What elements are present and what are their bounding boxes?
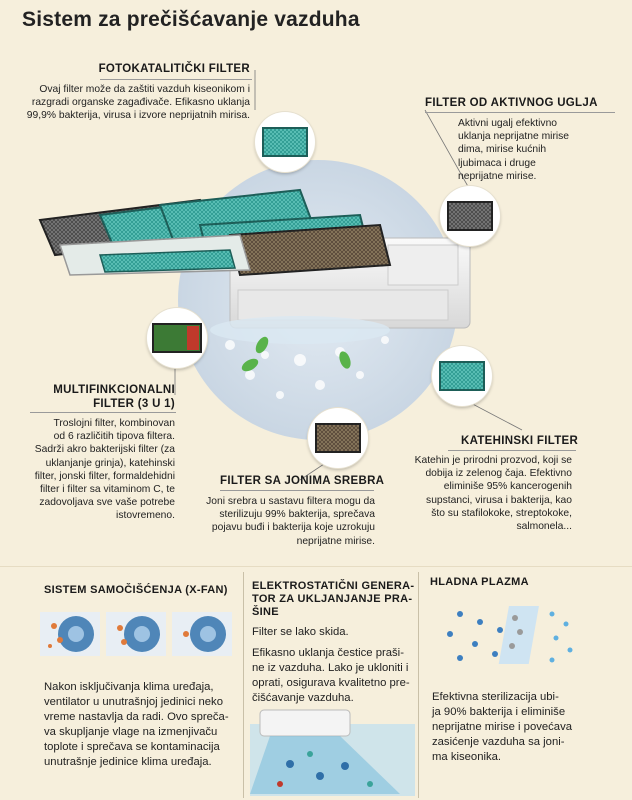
carbon-text: Aktivni ugalj efektivno uklanja neprijat…: [458, 118, 570, 182]
catechin-filter-icon: [432, 346, 492, 406]
catechin-heading: KATEHINSKI FILTER: [461, 435, 579, 447]
carbon-heading: FILTER OD AKTIVNOG UGLJA: [425, 97, 598, 109]
xfan-heading: SISTEM SAMOČIŠĆENJA (X-FAN): [44, 584, 228, 596]
air-conditioner-illustration: [38, 70, 523, 481]
page-title: Sistem za prečišćavanje vazduha: [22, 8, 360, 31]
photocatalytic-text: Ovaj filter može da zaštiti vazduh kiseo…: [26, 84, 250, 122]
multifunction-text: Troslojni filter, kombinovan od 6 različ…: [34, 418, 175, 522]
cold-plasma-illustration: [447, 606, 573, 664]
plasma-text: Efektivna sterilizacija ubi- ja 90% bakt…: [432, 691, 573, 763]
filter-stack: [38, 188, 392, 277]
silver-ion-text: Joni srebra u sastavu filtera mogu da st…: [206, 496, 375, 547]
leaves: [241, 336, 351, 372]
airflow: [210, 316, 390, 399]
multifunction-heading: MULTIFINKCIONALNI FILTER (3 U 1): [53, 384, 175, 410]
silver-ion-filter-icon: [308, 408, 368, 468]
carbon-filter-icon: [440, 186, 500, 246]
fan-illustration: [40, 612, 232, 656]
electrostatic-text: Efikasno uklanja čestice praši- ne iz va…: [252, 647, 410, 704]
silver-ion-heading: FILTER SA JONIMA SREBRA: [220, 475, 385, 487]
electrostatic-illustration: [250, 709, 415, 796]
catechin-text: Katehin je prirodni prozvod, koji se dob…: [414, 455, 572, 533]
multifunction-filter-icon: [147, 308, 207, 368]
plasma-heading: HLADNA PLAZMA: [430, 576, 529, 588]
photocatalytic-filter-icon: [255, 112, 315, 172]
electrostatic-note: Filter se lako skida.: [252, 626, 349, 638]
electrostatic-heading: ELEKTROSTATIČNI GENERA- TOR ZA UKLJANJAN…: [252, 580, 415, 618]
xfan-text: Nakon isključivanja klima uređaja, venti…: [44, 681, 229, 768]
photocatalytic-heading: FOTOKATALITIČKI FILTER: [98, 63, 250, 75]
